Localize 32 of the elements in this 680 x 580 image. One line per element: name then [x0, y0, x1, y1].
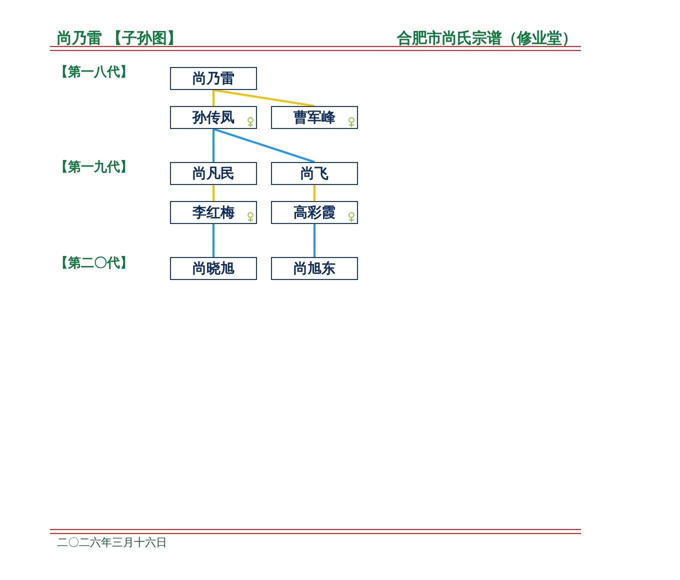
- person-name: 曹军峰: [294, 110, 336, 126]
- person-box: [271, 162, 358, 185]
- genealogy-name: 合肥市尚氏宗谱（修业堂）: [397, 29, 577, 47]
- date-text: 二〇二六年三月十六日: [57, 535, 167, 551]
- person-name: 尚飞: [300, 166, 328, 182]
- generation-label: 【第一八代】: [55, 64, 133, 82]
- connector-line: [213, 89, 315, 107]
- generation-label: 【第一九代】: [55, 159, 133, 177]
- person-box: [271, 257, 358, 280]
- person-box: [170, 162, 257, 185]
- connector-line: [212, 185, 214, 201]
- connector-line: [212, 224, 214, 257]
- connector-line: [212, 90, 214, 106]
- person-name: 高彩霞: [294, 204, 336, 220]
- person-name: 尚乃雷: [192, 70, 234, 86]
- page-title: 尚乃雷 【子孙图】: [57, 29, 182, 47]
- person-name: 尚旭东: [294, 260, 336, 276]
- person-box: [170, 67, 257, 90]
- connector-line: [212, 129, 214, 162]
- connector-line: [314, 185, 316, 201]
- person-name: 孙传凤: [192, 110, 234, 126]
- person-name: 李红梅: [192, 204, 234, 220]
- person-name: 尚凡民: [192, 166, 234, 182]
- connector-line: [213, 128, 315, 163]
- person-name: 尚晓旭: [192, 260, 234, 276]
- generation-label: 【第二〇代】: [55, 255, 133, 273]
- person-box: [271, 201, 358, 224]
- person-box: [170, 106, 257, 129]
- person-box: [271, 106, 358, 129]
- connector-line: [314, 224, 316, 257]
- person-box: [170, 201, 257, 224]
- person-box: [170, 257, 257, 280]
